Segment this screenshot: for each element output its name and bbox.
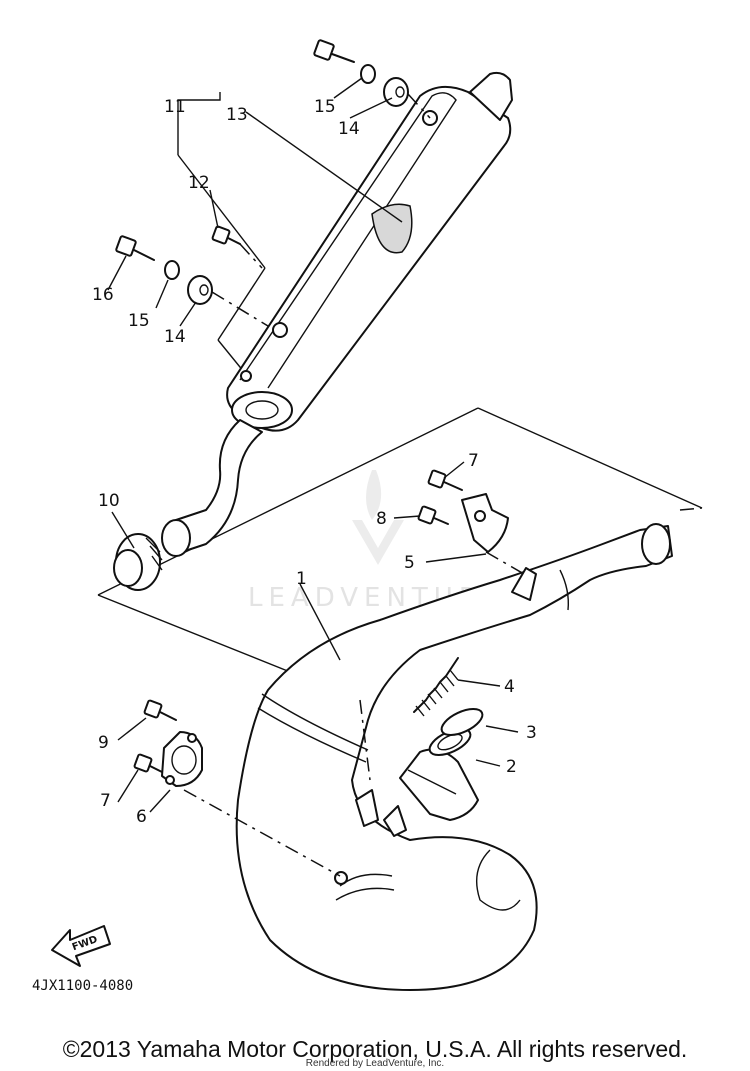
washer-15-lower bbox=[164, 260, 180, 280]
fwd-arrow-icon: FWD bbox=[51, 925, 111, 967]
bolt-7-upper bbox=[427, 469, 463, 491]
callout-3: 3 bbox=[526, 723, 537, 743]
leader-lines bbox=[107, 77, 519, 813]
silencer-pipe bbox=[161, 419, 263, 557]
washer-15-top bbox=[360, 64, 376, 84]
callout-1: 1 bbox=[296, 569, 307, 589]
callout-6: 6 bbox=[136, 807, 147, 827]
bolt-7-lower bbox=[133, 753, 163, 773]
callout-11: 11 bbox=[164, 97, 186, 117]
bolt-12 bbox=[211, 225, 241, 245]
pipe-joint-10 bbox=[113, 533, 163, 591]
callout-16: 16 bbox=[92, 285, 114, 305]
muffler-assembly bbox=[226, 71, 513, 432]
callout-2: 2 bbox=[506, 757, 517, 777]
flange-6 bbox=[161, 731, 203, 787]
callout-7-upper: 7 bbox=[468, 451, 479, 471]
rendered-by-note: Rendered by LeadVenture, Inc. bbox=[305, 1058, 445, 1069]
bolt-top bbox=[313, 39, 355, 63]
callout-labels: 1 2 3 4 5 6 7 7 8 9 10 11 12 13 14 14 15… bbox=[92, 97, 537, 827]
diagram-canvas: LEADVENTURE bbox=[32, 39, 703, 994]
callout-8: 8 bbox=[376, 509, 387, 529]
callout-9: 9 bbox=[98, 733, 109, 753]
callout-7-lower: 7 bbox=[100, 791, 111, 811]
callout-12: 12 bbox=[188, 173, 210, 193]
callout-15-lower: 15 bbox=[128, 311, 150, 331]
bracket-5 bbox=[461, 493, 509, 553]
exhaust-pipe bbox=[235, 523, 673, 991]
bolt-8 bbox=[417, 505, 449, 525]
grommet-14-top bbox=[383, 77, 409, 107]
diagram-code: 4JX1100-4080 bbox=[32, 978, 133, 994]
callout-5: 5 bbox=[404, 553, 415, 573]
bolt-9 bbox=[143, 699, 177, 721]
callout-14-lower: 14 bbox=[164, 327, 186, 347]
o-ring-3 bbox=[440, 708, 484, 736]
copyright-notice: ©2013 Yamaha Motor Corporation, U.S.A. A… bbox=[62, 1036, 688, 1062]
callout-13: 13 bbox=[226, 105, 248, 125]
grommet-14-lower bbox=[187, 275, 213, 305]
callout-4: 4 bbox=[504, 677, 515, 697]
bolt-16 bbox=[115, 235, 155, 261]
callout-14-top: 14 bbox=[338, 119, 360, 139]
group-bracket-11 bbox=[177, 92, 266, 373]
alignment-lines bbox=[183, 93, 703, 877]
callout-15-top: 15 bbox=[314, 97, 336, 117]
callout-10: 10 bbox=[98, 491, 120, 511]
spring-4 bbox=[413, 657, 459, 717]
